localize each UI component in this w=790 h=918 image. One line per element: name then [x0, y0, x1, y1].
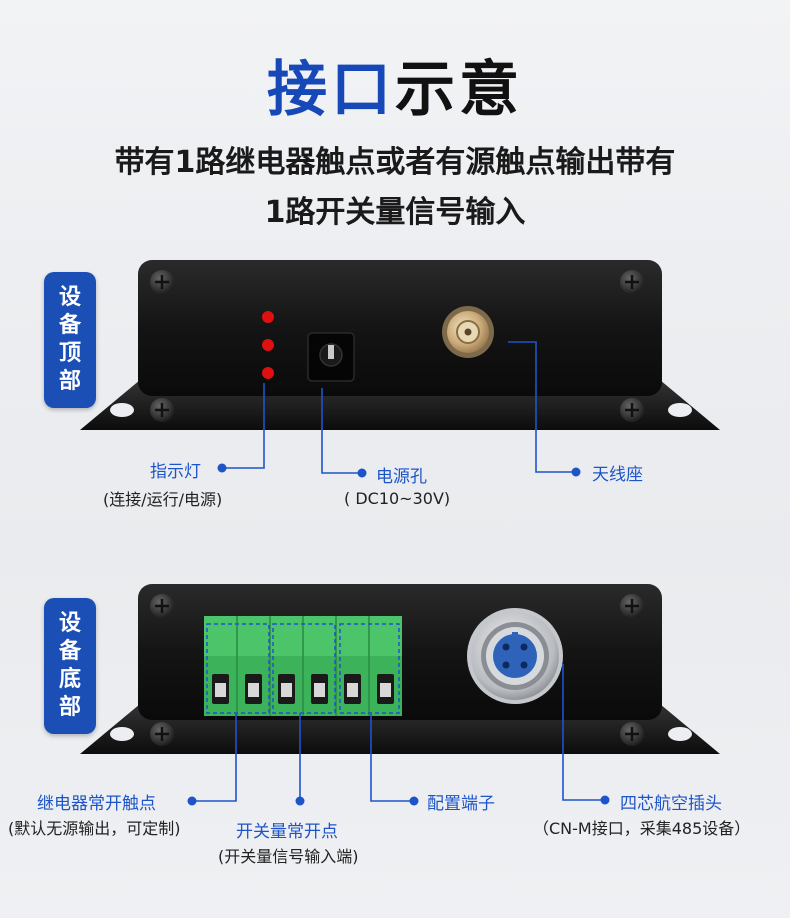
flange-hole: [110, 727, 134, 741]
power-note: ( DC10~30V): [344, 489, 451, 508]
bottom-device: [80, 584, 720, 754]
leader-dot: [600, 795, 610, 805]
flange-hole: [668, 727, 692, 741]
title-part2: 示意: [395, 55, 523, 125]
screw-icon: [150, 722, 174, 746]
leader-dot: [357, 468, 367, 478]
leader-dot: [295, 796, 305, 806]
aviation-connector-icon: [467, 608, 563, 704]
tag-char: 部: [58, 369, 81, 394]
bottom-section-tag: 设 备 底 部: [44, 598, 96, 734]
led-icon: [262, 339, 274, 351]
tag-char: 备: [58, 313, 81, 338]
dc-jack-icon: [307, 332, 355, 382]
flange-hole: [668, 403, 692, 417]
screw-icon: [150, 594, 174, 618]
top-device: [80, 260, 720, 430]
indicator-label: 指示灯: [150, 462, 201, 482]
tag-char: 备: [58, 639, 81, 664]
screw-icon: [620, 270, 644, 294]
screw-icon: [620, 722, 644, 746]
aviation-note: （CN-M接口，采集485设备）: [533, 819, 751, 838]
title-part1: 接口: [267, 55, 395, 125]
top-device-body: [138, 260, 662, 396]
page-title: 接口示意: [0, 52, 790, 128]
relay-note: (默认无源输出，可定制): [8, 819, 181, 838]
leader-dot: [187, 796, 197, 806]
bottom-leader-lines: [192, 664, 605, 802]
screw-icon: [620, 594, 644, 618]
tag-char: 部: [58, 695, 81, 720]
screw-icon: [620, 398, 644, 422]
antenna-connector-icon: [442, 306, 494, 358]
tag-char: 设: [58, 611, 81, 636]
top-section-tag: 设 备 顶 部: [44, 272, 96, 408]
top-leader-lines: [222, 341, 576, 474]
relay-label: 继电器常开触点: [37, 794, 156, 814]
tag-char: 底: [58, 667, 81, 692]
tag-char: 顶: [58, 341, 81, 366]
flange-hole: [110, 403, 134, 417]
power-label: 电源孔: [376, 467, 427, 487]
tag-char: 设: [58, 285, 81, 310]
switch-label: 开关量常开点: [236, 822, 338, 842]
leader-dot: [409, 796, 419, 806]
indicator-note: (连接/运行/电源): [103, 490, 223, 509]
screw-icon: [150, 270, 174, 294]
aviation-label: 四芯航空插头: [620, 794, 722, 814]
antenna-label: 天线座: [592, 465, 643, 485]
terminal-label: 配置端子: [427, 794, 495, 814]
leader-dot: [571, 467, 581, 477]
led-icon: [262, 311, 274, 323]
subtitle-line1: 带有1路继电器触点或者有源触点输出带有: [114, 145, 676, 180]
terminal-block: [204, 616, 402, 716]
led-icon: [262, 367, 274, 379]
leader-dot: [217, 463, 227, 473]
screw-icon: [150, 398, 174, 422]
subtitle-line2: 1路开关量信号输入: [264, 195, 526, 230]
switch-note: (开关量信号输入端): [218, 847, 359, 866]
